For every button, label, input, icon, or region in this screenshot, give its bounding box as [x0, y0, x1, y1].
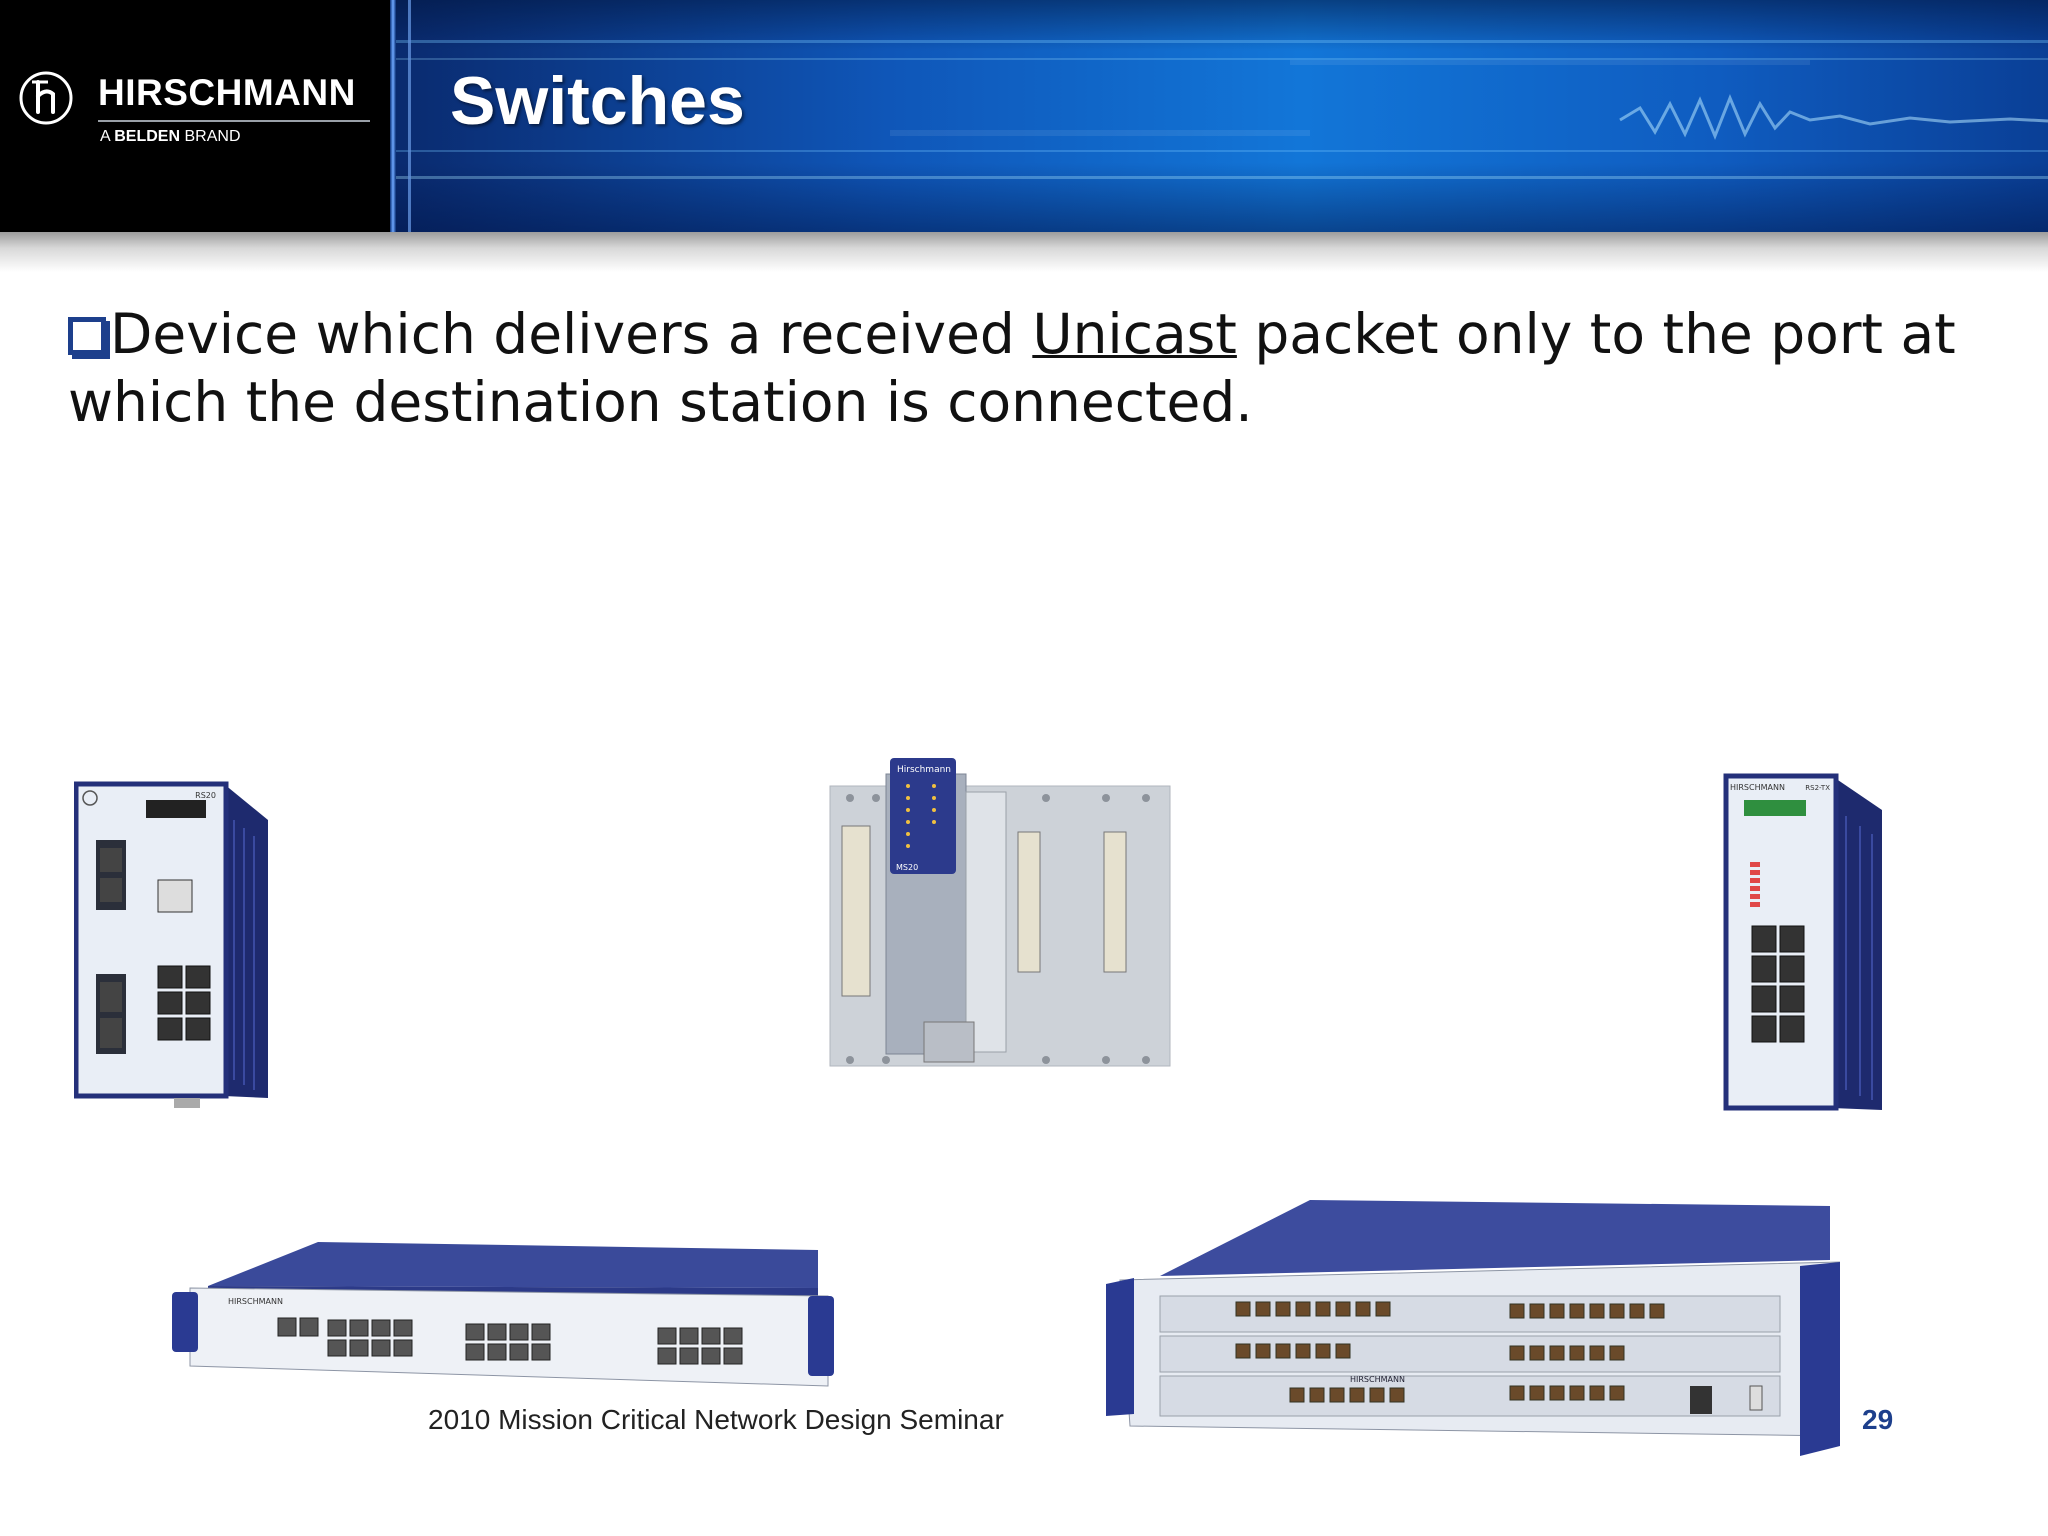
footer-seminar-text: 2010 Mission Critical Network Design Sem… [428, 1404, 1004, 1435]
rs2-tx-switch-image: HIRSCHMANN RS2-TX [1723, 773, 1882, 1111]
slide-header: HIRSCHMANN A BELDEN BRAND Switches [0, 0, 2048, 232]
bullet-paragraph: Device which delivers a received Unicast… [68, 302, 1956, 434]
slide-title: Switches [450, 63, 745, 139]
svg-text:RS2-TX: RS2-TX [1805, 784, 1830, 792]
svg-text:HIRSCHMANN: HIRSCHMANN [228, 1297, 283, 1306]
hirschmann-logo-icon [19, 71, 73, 125]
svg-text:RS20: RS20 [195, 791, 216, 800]
unicast-term: Unicast [1032, 302, 1237, 366]
header-banner [390, 0, 2048, 232]
svg-text:MS20: MS20 [896, 863, 918, 872]
logo-panel: HIRSCHMANN A BELDEN BRAND [0, 0, 390, 232]
rack-switch-2u-image: HIRSCHMANN [1106, 1200, 1840, 1456]
svg-text:HIRSCHMANN: HIRSCHMANN [1730, 783, 1785, 792]
header-shadow [0, 232, 2048, 272]
svg-text:HIRSCHMANN: HIRSCHMANN [1350, 1375, 1405, 1384]
rs20-switch-image: RS20 [74, 781, 268, 1108]
waveform-graphic [890, 60, 2048, 140]
square-bullet-icon [68, 317, 106, 355]
brand-tagline: A BELDEN BRAND [100, 128, 241, 145]
brand-name: HIRSCHMANN [98, 72, 356, 113]
rack-switch-1u-image: HIRSCHMANN [172, 1242, 834, 1387]
page-number: 29 [1862, 1404, 1894, 1435]
ms20-modular-switch-image: Hirschmann MS20 [829, 758, 1171, 1067]
svg-text:Hirschmann: Hirschmann [897, 765, 951, 775]
